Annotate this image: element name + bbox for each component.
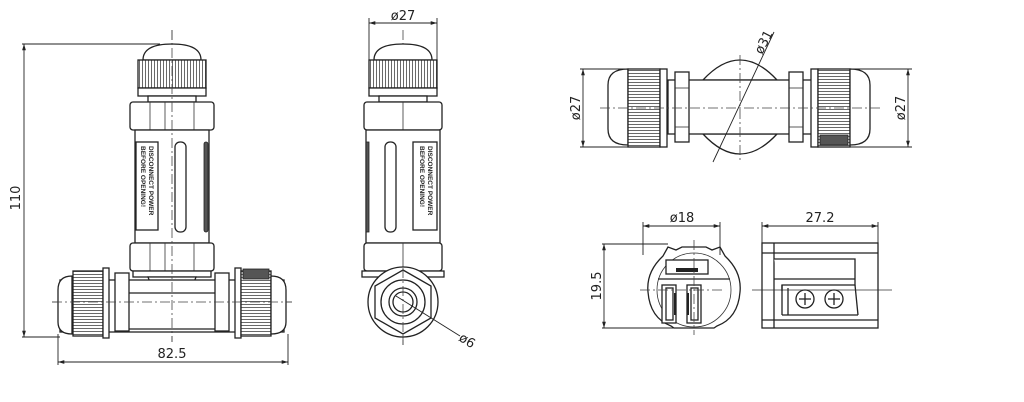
warning-label-side-line2: BEFORE OPENING!: [418, 146, 425, 207]
side-view: DISCONNECT POWER BEFORE OPENING! ø6 ø27: [361, 9, 478, 352]
dim-diameter-27-left: ø27: [569, 96, 584, 121]
dim-diameter-27-top: ø27: [391, 9, 416, 24]
warning-label-front-line1: DISCONNECT POWER: [147, 146, 154, 216]
warning-label-front-line2: BEFORE OPENING!: [139, 146, 146, 207]
dim-width-27-2: 27.2: [806, 211, 835, 226]
top-view: ø31 ø27 ø27: [569, 28, 912, 163]
terminal-end-view: ø18 19.5: [590, 211, 741, 335]
dim-diameter-27-right: ø27: [894, 96, 909, 121]
dim-diameter-31: ø31: [752, 28, 776, 57]
dim-height-19-5: 19.5: [590, 272, 605, 301]
front-view: DISCONNECT POWER BEFORE OPENING!: [9, 30, 292, 365]
dim-height-110: 110: [9, 186, 24, 211]
dim-diameter-18: ø18: [670, 211, 695, 226]
dim-width-82-5: 82.5: [158, 347, 187, 362]
warning-label-side-line1: DISCONNECT POWER: [426, 146, 433, 216]
terminal-side-view: 27.2: [752, 211, 892, 329]
dim-diameter-6: ø6: [456, 331, 478, 352]
